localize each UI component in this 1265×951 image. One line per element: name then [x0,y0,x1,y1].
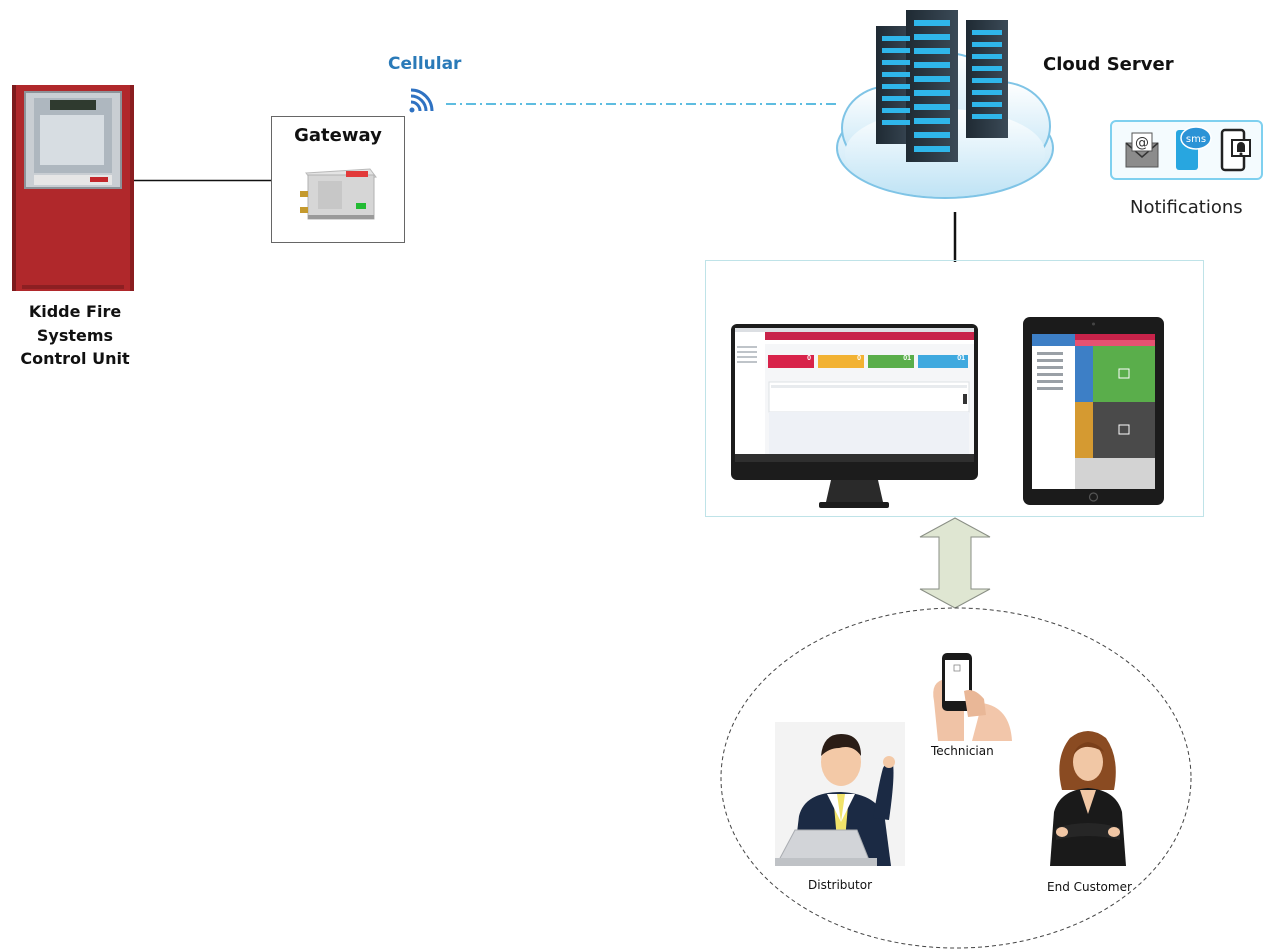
cellular-link-line [446,103,836,105]
notifications-panel: @ sms [1110,120,1263,180]
end-customer-avatar-icon [1050,731,1126,866]
distributor-avatar-icon [775,722,905,866]
kpi-tile-3-bg [868,355,914,368]
cloud-server-label: Cloud Server [1043,54,1174,75]
control-unit-cabinet-icon [12,85,134,291]
control-unit [12,85,134,291]
technician-phone-icon [933,653,1012,741]
notifications-label: Notifications [1130,197,1243,218]
svg-text:@: @ [1135,135,1149,151]
devices-box [705,260,1204,517]
kpi-tile-1-value: 0 [807,355,811,362]
kpi-tile-2-bg [818,355,864,368]
cloud-server-icon [836,10,1054,199]
kpi-tile-3: 01 [868,355,914,368]
monitor-frame-icon [731,324,978,508]
sms-phone-icon: sms [1176,126,1212,170]
gateway-device-icon [300,168,377,220]
control-unit-label: Kidde Fire Systems Control Unit [5,300,145,371]
wifi-signal-icon [409,88,434,113]
tablet-device-icon [1023,317,1164,505]
kpi-tile-2-value: 0 [857,355,861,362]
cellular-label: Cellular [388,54,462,74]
control-unit-label-line-2: Systems [36,325,114,345]
users-ellipse [720,607,1192,949]
kpi-tile-1: 0 [768,355,814,368]
desktop-monitor: 0 0 01 01 [731,324,978,510]
control-unit-label-line-1: Kidde Fire [28,302,122,321]
mobile-alert-icon [1220,128,1251,172]
kpi-tile-3-value: 01 [903,355,911,362]
bidirectional-arrow-icon [919,517,991,609]
kpi-tile-2: 0 [818,355,864,368]
wired-connector-line [134,179,272,182]
kpi-tile-4-bg [918,355,968,368]
gateway-box: Gateway [271,116,405,243]
distributor-label: Distributor [808,878,873,892]
kpi-tile-4-value: 01 [957,355,965,362]
server-racks-icon [876,10,1008,162]
technician-label: Technician [931,744,994,758]
cloud-to-devices-line [953,212,957,262]
end-customer-label: End Customer [1047,880,1132,894]
control-unit-label-line-3: Control Unit [20,349,130,368]
kpi-tile-1-bg [768,355,814,368]
sms-text: sms [1186,134,1206,145]
gateway-title: Gateway [294,125,382,146]
email-icon: @ [1125,132,1159,168]
kpi-tile-4: 01 [918,355,968,368]
